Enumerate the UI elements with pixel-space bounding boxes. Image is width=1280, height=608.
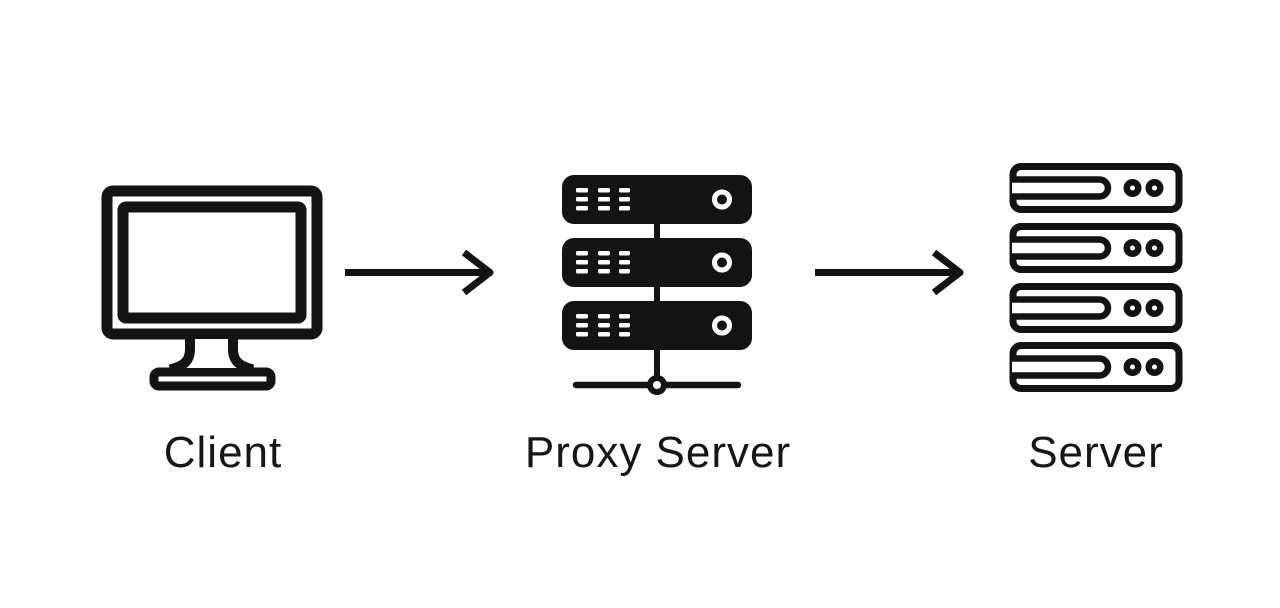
node-client: [96, 181, 328, 393]
server-unit: [562, 238, 752, 287]
rack-unit: [1009, 163, 1183, 213]
node-label-proxy-server: Proxy Server: [524, 428, 792, 477]
server-unit: [562, 301, 752, 350]
arrow-right-icon: [815, 249, 964, 296]
rack-unit: [1009, 342, 1183, 392]
node-proxy-server: [558, 170, 758, 400]
server-unit: [562, 175, 752, 224]
node-label-server: Server: [1028, 428, 1164, 477]
arrow-client-to-proxy: [338, 249, 498, 297]
rack-unit: [1009, 283, 1183, 333]
desktop-monitor-icon: [101, 185, 323, 391]
server-rack-icon: [1009, 163, 1183, 392]
arrow-right-icon: [345, 249, 494, 296]
server-stack-icon: [562, 175, 752, 395]
node-server: [1006, 161, 1186, 395]
rack-unit: [1009, 223, 1183, 273]
node-label-client: Client: [163, 428, 283, 477]
arrow-proxy-to-server: [808, 249, 968, 297]
